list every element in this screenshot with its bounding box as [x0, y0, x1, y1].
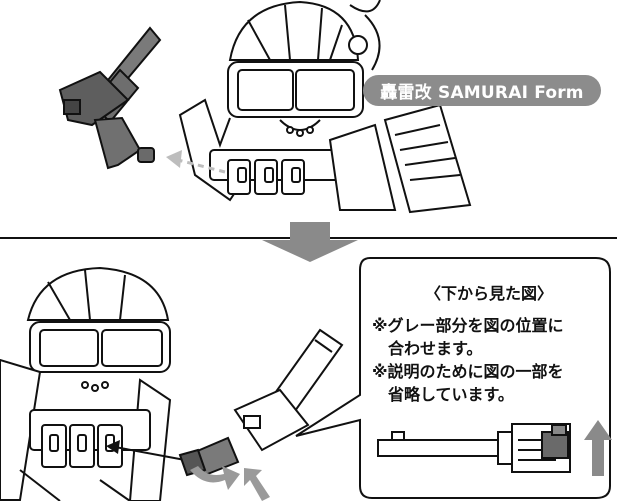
bottom-view-diagram: [377, 423, 571, 473]
note-line: 省略しています。: [388, 385, 514, 404]
callout-title: 〈下から見た図〉: [424, 284, 553, 303]
note-line: ※説明のために図の一部を: [372, 362, 564, 381]
weapon-part-top: [58, 26, 162, 170]
insert-arrow: [106, 440, 186, 461]
up-arrow: [584, 420, 612, 476]
rotate-arrow: [190, 466, 240, 490]
note-line: 合わせます。: [388, 339, 483, 358]
push-arrow: [244, 468, 270, 501]
note-line: ※グレー部分を図の位置に: [372, 316, 564, 335]
robot-figure-bottom: [0, 266, 172, 501]
weapon-part-bottom: [178, 328, 344, 477]
robot-figure-top: [178, 0, 472, 214]
down-arrow: [262, 222, 358, 262]
dashed-arrow: [166, 150, 226, 174]
model-name-badge: 轟雷改 SAMURAI Form: [363, 75, 601, 106]
callout-text: 〈下から見た図〉 ※グレー部分を図の位置に 合わせます。 ※説明のために図の一部…: [372, 280, 606, 406]
